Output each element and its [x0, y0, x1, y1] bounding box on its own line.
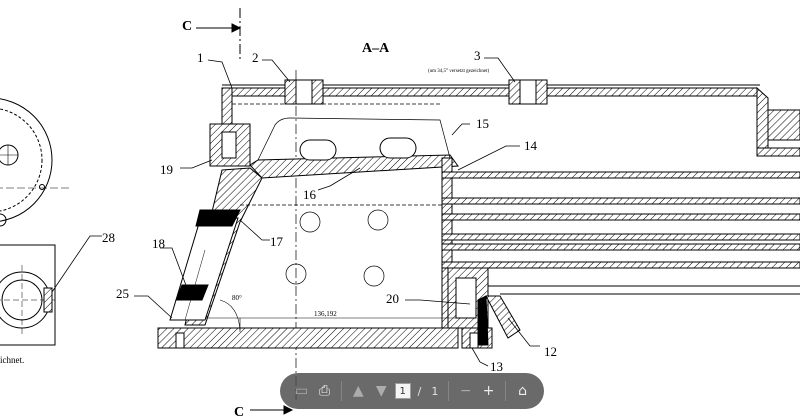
dimension-value: 136,192 [314, 310, 337, 318]
callout-12: 12 [544, 344, 557, 359]
print-icon[interactable]: ⎙ [318, 383, 331, 399]
page-up-icon[interactable]: ▲ [352, 383, 364, 399]
page-down-icon[interactable]: ▼ [375, 383, 387, 399]
callout-20: 20 [386, 291, 399, 306]
callout-17: 17 [270, 234, 284, 249]
truncated-note: ichnet. [0, 355, 25, 365]
leader-lines [51, 57, 540, 367]
internal-details [184, 103, 460, 332]
pdf-toolbar: ▭ ⎙ ▲ ▼ 1 / 1 − + ⌂ [280, 373, 544, 409]
callout-18: 18 [152, 236, 165, 251]
section-title: A–A [362, 41, 390, 56]
callout-15: 15 [476, 116, 489, 131]
page-number-input[interactable]: 1 [394, 383, 411, 399]
toolbar-separator [340, 381, 342, 401]
page-total: 1 [431, 384, 439, 398]
callout-19: 19 [160, 162, 173, 177]
housing-section [157, 79, 800, 349]
callout-14: 14 [524, 138, 538, 153]
callout-13: 13 [490, 359, 503, 374]
left-view [0, 98, 70, 346]
section-subtitle: (um 34,5° versetzt gezeichnet) [428, 69, 489, 74]
section-marker-top: C [182, 19, 192, 34]
home-icon[interactable]: ⌂ [518, 383, 527, 399]
callout-25: 25 [116, 286, 129, 301]
section-marker-bottom: C [234, 405, 244, 420]
callout-28: 28 [102, 230, 115, 245]
toolbar-separator [505, 381, 507, 401]
zoom-out-icon[interactable]: − [459, 383, 472, 399]
save-icon[interactable]: ▭ [294, 383, 309, 399]
page-separator: / [417, 384, 422, 398]
callout-1: 1 [197, 50, 204, 65]
callout-16: 16 [303, 187, 317, 202]
angle-value: 80° [232, 294, 242, 302]
callout-3: 3 [474, 48, 481, 63]
toolbar-separator [448, 381, 450, 401]
labels: C C A–A (um 34,5° versetzt gezeichnet) 1… [102, 19, 557, 420]
zoom-in-icon[interactable]: + [482, 383, 495, 399]
callout-2: 2 [252, 50, 259, 65]
